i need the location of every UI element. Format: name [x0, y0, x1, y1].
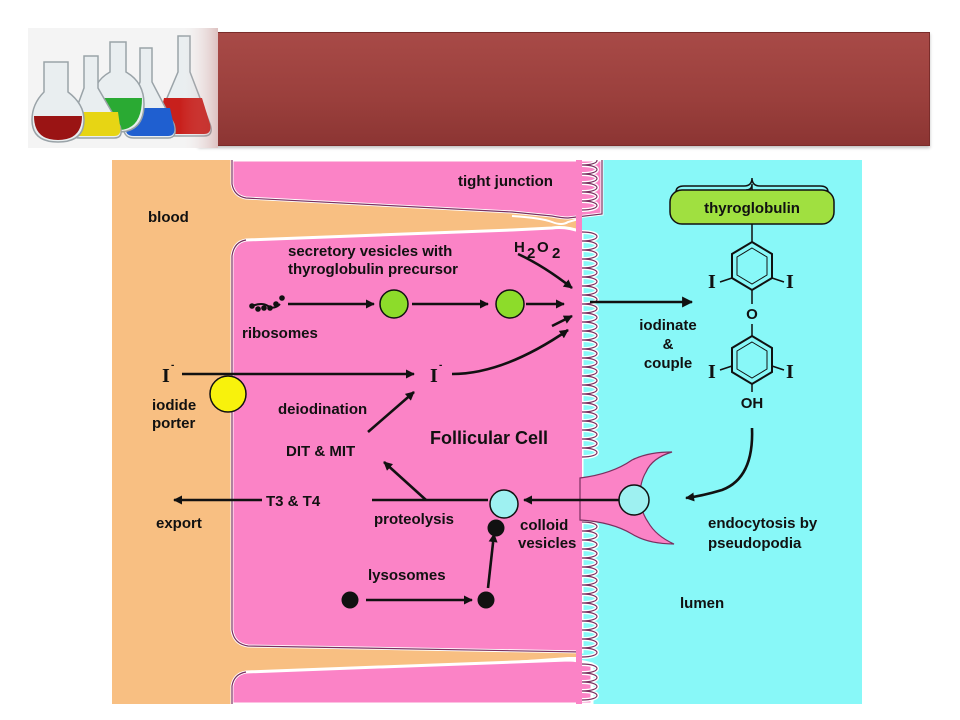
lab-flasks-image: [28, 28, 218, 148]
tight-junction-bridge: [511, 215, 583, 225]
ring-iodine-tr: I: [786, 271, 794, 293]
ring-iodine-tl: I: [708, 271, 716, 293]
endocytosis-label-1: endocytosis by: [708, 515, 818, 532]
proteolysis-label: proteolysis: [374, 511, 454, 528]
lysosome-2: [477, 591, 495, 609]
iodide-blood-label: I: [162, 365, 170, 387]
follicular-cell-upper: [230, 160, 604, 220]
thyroid-hormone-diagram: thyroglobulin I I O I I OH: [112, 160, 862, 704]
thyroglobulin-label: thyroglobulin: [704, 200, 800, 217]
iodinate-label-2: &: [663, 336, 674, 353]
iodinate-label-3: couple: [644, 355, 692, 372]
ring-oxygen: O: [746, 306, 758, 323]
iodide-cell-label: I: [430, 365, 438, 387]
thyroglobulin-box: thyroglobulin: [669, 177, 835, 225]
secretory-vesicle-1: [379, 289, 409, 319]
microvilli-border: [581, 160, 599, 702]
h2o2-o: O: [537, 239, 549, 256]
colloid-vesicle: [489, 489, 519, 519]
deiodination-label: deiodination: [278, 401, 367, 418]
iodide-porter-label-1: iodide: [152, 397, 196, 414]
ribosomes-label: ribosomes: [242, 325, 318, 342]
h2o2-sub-2: 2: [552, 245, 560, 262]
iodide-cell-charge: -: [439, 360, 442, 371]
colloid-vesicles-label-2: vesicles: [518, 535, 576, 552]
iodide-blood-charge: -: [171, 360, 174, 371]
secretory-label-2: thyroglobulin precursor: [288, 261, 458, 278]
t3-t4-label: T3 & T4: [266, 493, 321, 510]
ribosomes-icon: [249, 295, 285, 312]
lumen-region: [580, 160, 862, 704]
dit-mit-label: DIT & MIT: [286, 443, 355, 460]
thyroxine-molecule: I I O I I OH: [708, 224, 794, 412]
pathway-arrows: [173, 252, 754, 605]
h2o2-h: H: [514, 239, 525, 256]
colloid-vesicles-label-1: colloid: [520, 517, 568, 534]
lysosome-1: [341, 591, 359, 609]
header-bar: [198, 32, 930, 146]
follicular-cell-main: [230, 226, 584, 654]
follicular-cell-label: Follicular Cell: [430, 428, 548, 448]
secretory-label-1: secretory vesicles with: [288, 243, 452, 260]
ring-hydroxyl: OH: [741, 395, 764, 412]
iodide-porter: [209, 375, 247, 413]
lumen-label: lumen: [680, 595, 724, 612]
endocytosed-colloid: [618, 484, 650, 516]
lysosomes-label: lysosomes: [368, 567, 446, 584]
pink-fill-under-villi: [576, 160, 582, 704]
ring-iodine-bl: I: [708, 361, 716, 383]
header-banner: [28, 28, 930, 148]
hydrogen-peroxide-label: H 2 O 2: [514, 239, 560, 262]
blood-label: blood: [148, 209, 189, 226]
export-label: export: [156, 515, 202, 532]
tight-junction-label: tight junction: [458, 173, 553, 190]
h2o2-sub-1: 2: [527, 245, 535, 262]
endocytosis-label-2: pseudopodia: [708, 535, 802, 552]
lysosome-fused: [487, 519, 505, 537]
ring-iodine-br: I: [786, 361, 794, 383]
iodide-porter-label-2: porter: [152, 415, 196, 432]
tight-junction-bridge-lower: [511, 657, 582, 663]
follicular-cell-lower: [230, 658, 594, 704]
iodinate-label-1: iodinate: [639, 317, 697, 334]
secretory-vesicle-2: [495, 289, 525, 319]
